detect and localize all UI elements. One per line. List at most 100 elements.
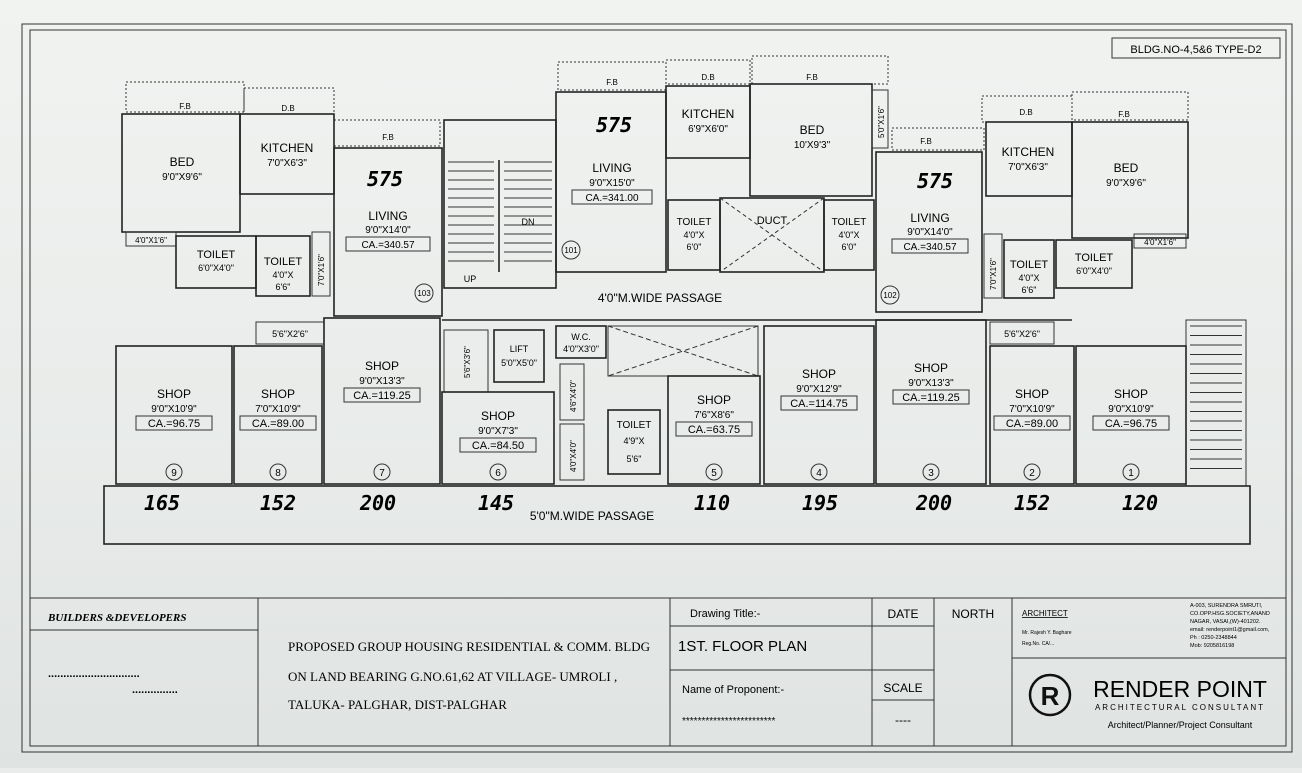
stair-treads xyxy=(448,160,552,272)
shop-shaft-right xyxy=(989,321,1055,345)
shop-name: SHOP xyxy=(1114,387,1148,401)
toilet-mid-a-size2: 6'0" xyxy=(687,242,702,252)
shop-4 xyxy=(763,325,875,485)
living-mid-ca-box xyxy=(571,189,653,205)
room-toilet-right-b xyxy=(1003,239,1055,299)
shop-no: 1 xyxy=(1128,468,1134,479)
shop-no-circle xyxy=(1023,463,1041,481)
living-left-name: LIVING xyxy=(368,209,407,223)
render-point-logo: R xyxy=(1028,673,1072,717)
shop-ca-box xyxy=(239,415,317,431)
stair-small-a-size: 4'6"X4'0" xyxy=(569,380,578,412)
bed-mid-name: BED xyxy=(800,123,825,137)
toilet-left-a-size: 6'0"X4'0" xyxy=(198,263,234,273)
kitchen-left-name: KITCHEN xyxy=(261,141,314,155)
shop-no-circle xyxy=(489,463,507,481)
stair-small-b xyxy=(559,423,585,481)
shop-ca: CA.=89.00 xyxy=(252,418,304,430)
shop-7 xyxy=(323,317,441,485)
logo-letters: R xyxy=(1041,681,1060,711)
shop-ca-box xyxy=(675,421,753,437)
flat-no-103: 103 xyxy=(417,289,431,298)
wc xyxy=(555,325,607,359)
shop-ca-box xyxy=(993,415,1071,431)
toilet-right-b-name: TOILET xyxy=(1010,259,1049,271)
address-line: A-003, SURENDRA SMRUTI, xyxy=(1190,603,1263,609)
shaft-mid xyxy=(871,89,889,149)
shop-name: SHOP xyxy=(802,367,836,381)
shop-size: 9'0"X13'3" xyxy=(908,378,954,389)
toilet-mid-b-size2: 6'0" xyxy=(842,242,857,252)
label-right-fb1: F.B xyxy=(920,137,932,146)
staircase: UP DN xyxy=(443,119,557,289)
shops-layer: 5'6"X2'6" 5'6"X2'6" 5'6"X3'6" LIFT 5'0"X… xyxy=(115,317,1247,487)
kitchen-mid-name: KITCHEN xyxy=(682,107,735,121)
shop-name: SHOP xyxy=(914,361,948,375)
shop-size: 9'0"X13'3" xyxy=(359,376,405,387)
room-living-left xyxy=(333,147,443,317)
firm-name: RENDER POINT xyxy=(1093,676,1267,702)
shop-no-circle xyxy=(269,463,287,481)
stair-dn: DN xyxy=(522,217,535,227)
label-right-db: D.B xyxy=(1019,108,1032,117)
bed-right-size: 9'0"X9'6" xyxy=(1106,178,1146,189)
shop-name: SHOP xyxy=(697,393,731,407)
toilet-right-a-size: 6'0"X4'0" xyxy=(1076,266,1112,276)
shop-no: 4 xyxy=(816,468,822,479)
architect-sub: Reg.No. CA/... xyxy=(1022,641,1054,647)
toilet-left-b-size2: 6'6" xyxy=(276,282,291,292)
shop-hand-number: 200 xyxy=(915,491,952,515)
shaft-vertical-size: 5'6"X3'6" xyxy=(463,346,472,378)
toilet-mid-b-size1: 4'0"X xyxy=(839,230,860,240)
firm-tag: Architect/Planner/Project Consultant xyxy=(1108,720,1253,730)
label-fb2: F.B xyxy=(382,133,394,142)
living-right-ca-box xyxy=(891,238,969,254)
label-right-fb2: F.B xyxy=(1118,110,1130,119)
shop-ca-box xyxy=(343,387,421,403)
room-living-right xyxy=(875,151,983,313)
ramp-lines xyxy=(1190,325,1242,469)
wc-size: 4'0"X3'0" xyxy=(563,344,599,354)
shop-size: 7'0"X10'9" xyxy=(1009,404,1055,415)
shop-hand-number: 145 xyxy=(478,491,514,515)
living-right-ca: CA.=340.57 xyxy=(903,242,957,253)
shop-no-circle xyxy=(922,463,940,481)
shaft-right-1-size: 4'0"X1'6" xyxy=(1144,238,1176,247)
bed-left-name: BED xyxy=(170,155,195,169)
shop-name: SHOP xyxy=(1015,387,1049,401)
lift-name: LIFT xyxy=(510,344,529,354)
room-kitchen-right xyxy=(985,121,1073,197)
living-mid-ca: CA.=341.00 xyxy=(585,193,639,204)
toilet-mid-a-name: TOILET xyxy=(677,217,712,228)
date-label: DATE xyxy=(887,607,918,621)
kitchen-right-size: 7'0"X6'3" xyxy=(1008,162,1048,173)
label-mid-fb1: F.B xyxy=(606,78,618,87)
shop-hand-number: 120 xyxy=(1122,491,1158,515)
shop-no: 9 xyxy=(171,468,177,479)
shop-ca-box xyxy=(1092,415,1170,431)
shop-size: 9'0"X12'9" xyxy=(796,384,842,395)
label-db: D.B xyxy=(281,104,294,113)
flat-no-103-circle xyxy=(414,283,434,303)
flat-no-102-circle xyxy=(880,285,900,305)
shop-name: SHOP xyxy=(481,409,515,423)
upper-passage-label: 4'0"M.WIDE PASSAGE xyxy=(598,291,722,305)
shop-9 xyxy=(115,345,233,485)
room-toilet-right-a xyxy=(1055,239,1133,289)
outer-border xyxy=(21,23,1293,753)
core-void-x1 xyxy=(607,325,759,377)
label-fb1: F.B xyxy=(179,102,191,111)
room-living-mid xyxy=(555,91,667,273)
shop-ca: CA.=96.75 xyxy=(148,418,200,430)
kitchen-mid-size: 6'9"X6'0" xyxy=(688,124,728,135)
shop-hand-number: 152 xyxy=(260,491,296,515)
flat-mid: F.B D.B F.B 575 LIVING 9'0"X15'0" CA.=34… xyxy=(555,55,889,273)
lower-passage-strip xyxy=(103,485,1251,545)
label-mid-db: D.B xyxy=(701,73,714,82)
address-line: email: renderpoint1@gmail.com, xyxy=(1190,627,1270,633)
address-line: Mob: 9205816198 xyxy=(1190,643,1234,649)
address-line: Ph : 0250-2348844 xyxy=(1190,635,1237,641)
duct-cross2 xyxy=(719,197,825,273)
toilet-core-size2: 5'6" xyxy=(627,454,642,464)
